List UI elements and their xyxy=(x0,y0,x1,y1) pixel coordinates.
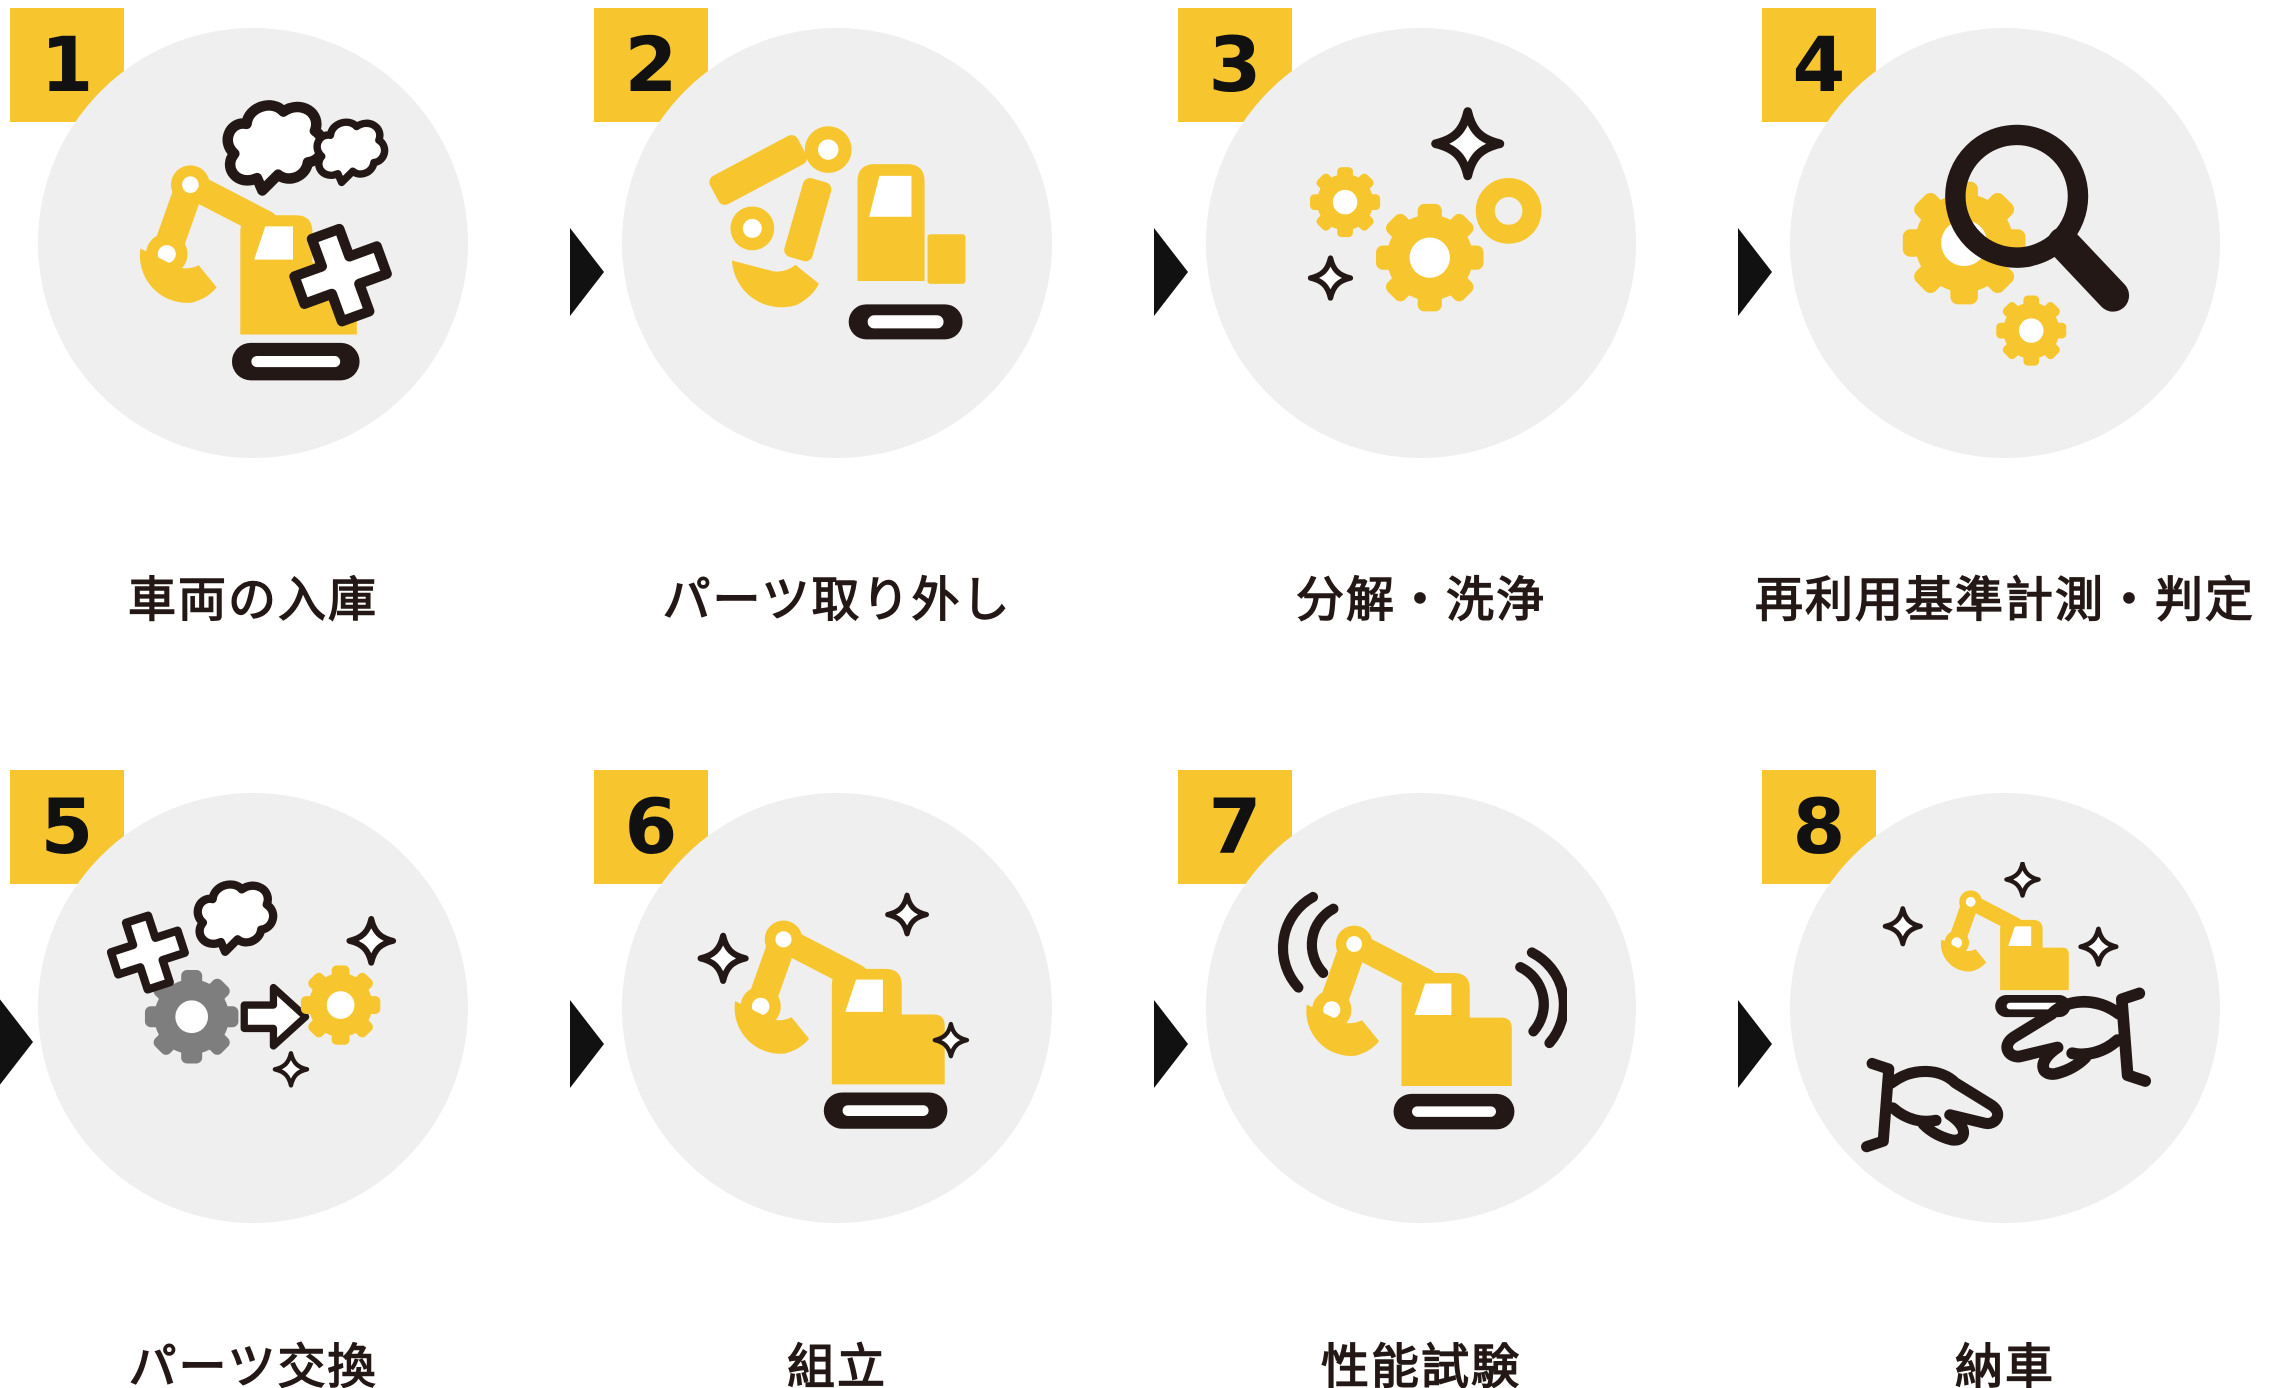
handover-hands-icon xyxy=(1859,862,2151,1154)
flow-arrow-3-4 xyxy=(1738,228,1772,316)
step-number: 5 xyxy=(40,782,94,871)
step-icon-circle xyxy=(1790,793,2220,1223)
step-icon-circle xyxy=(622,793,1052,1223)
step-number-badge: 8 xyxy=(1762,770,1876,884)
step-number-badge: 4 xyxy=(1762,8,1876,122)
step-number-badge: 3 xyxy=(1178,8,1292,122)
step-label: 車両の入庫 xyxy=(127,572,379,628)
step-label: 性能試験 xyxy=(1320,1339,1522,1388)
step-number: 8 xyxy=(1792,782,1846,871)
step-number: 1 xyxy=(40,20,94,109)
gears-cleaning-icon xyxy=(1275,97,1542,312)
step-label: パーツ交換 xyxy=(128,1339,378,1388)
step-number: 4 xyxy=(1792,20,1846,109)
step-label: 納車 xyxy=(1954,1339,2056,1388)
step-icon-circle xyxy=(622,28,1052,458)
flow-arrow-6-7 xyxy=(1154,1000,1188,1088)
excavator-arrival-icon xyxy=(107,97,399,389)
part-replacement-icon xyxy=(107,862,399,1154)
flow-arrow-1-2 xyxy=(570,228,604,316)
step-label: パーツ取り外し xyxy=(662,572,1012,628)
step-label: 再利用基準計測・判定 xyxy=(1754,572,2256,628)
step-number: 2 xyxy=(624,20,678,109)
flow-arrow-2-3 xyxy=(1154,228,1188,316)
step-icon-circle xyxy=(1206,793,1636,1223)
step-number: 6 xyxy=(624,782,678,871)
flow-arrow-7-8 xyxy=(1738,1000,1772,1088)
flow-arrow-5-6 xyxy=(570,1000,604,1088)
disassembled-parts-icon xyxy=(709,126,966,340)
step-label: 組立 xyxy=(786,1339,888,1388)
assembled-excavator-icon xyxy=(691,862,983,1154)
step-icon-circle xyxy=(38,28,468,458)
step-icon-circle xyxy=(1206,28,1636,458)
step-number: 3 xyxy=(1208,20,1262,109)
flow-arrow-wrap-4-5 xyxy=(0,980,33,1104)
magnifier-gears-icon xyxy=(1902,124,2130,366)
step-number: 7 xyxy=(1208,782,1262,871)
step-number-badge: 1 xyxy=(10,8,124,122)
step-label: 分解・洗浄 xyxy=(1295,572,1547,628)
vibration-test-icon xyxy=(1277,891,1567,1154)
step-icon-circle xyxy=(1790,28,2220,458)
step-icon-circle xyxy=(38,793,468,1223)
